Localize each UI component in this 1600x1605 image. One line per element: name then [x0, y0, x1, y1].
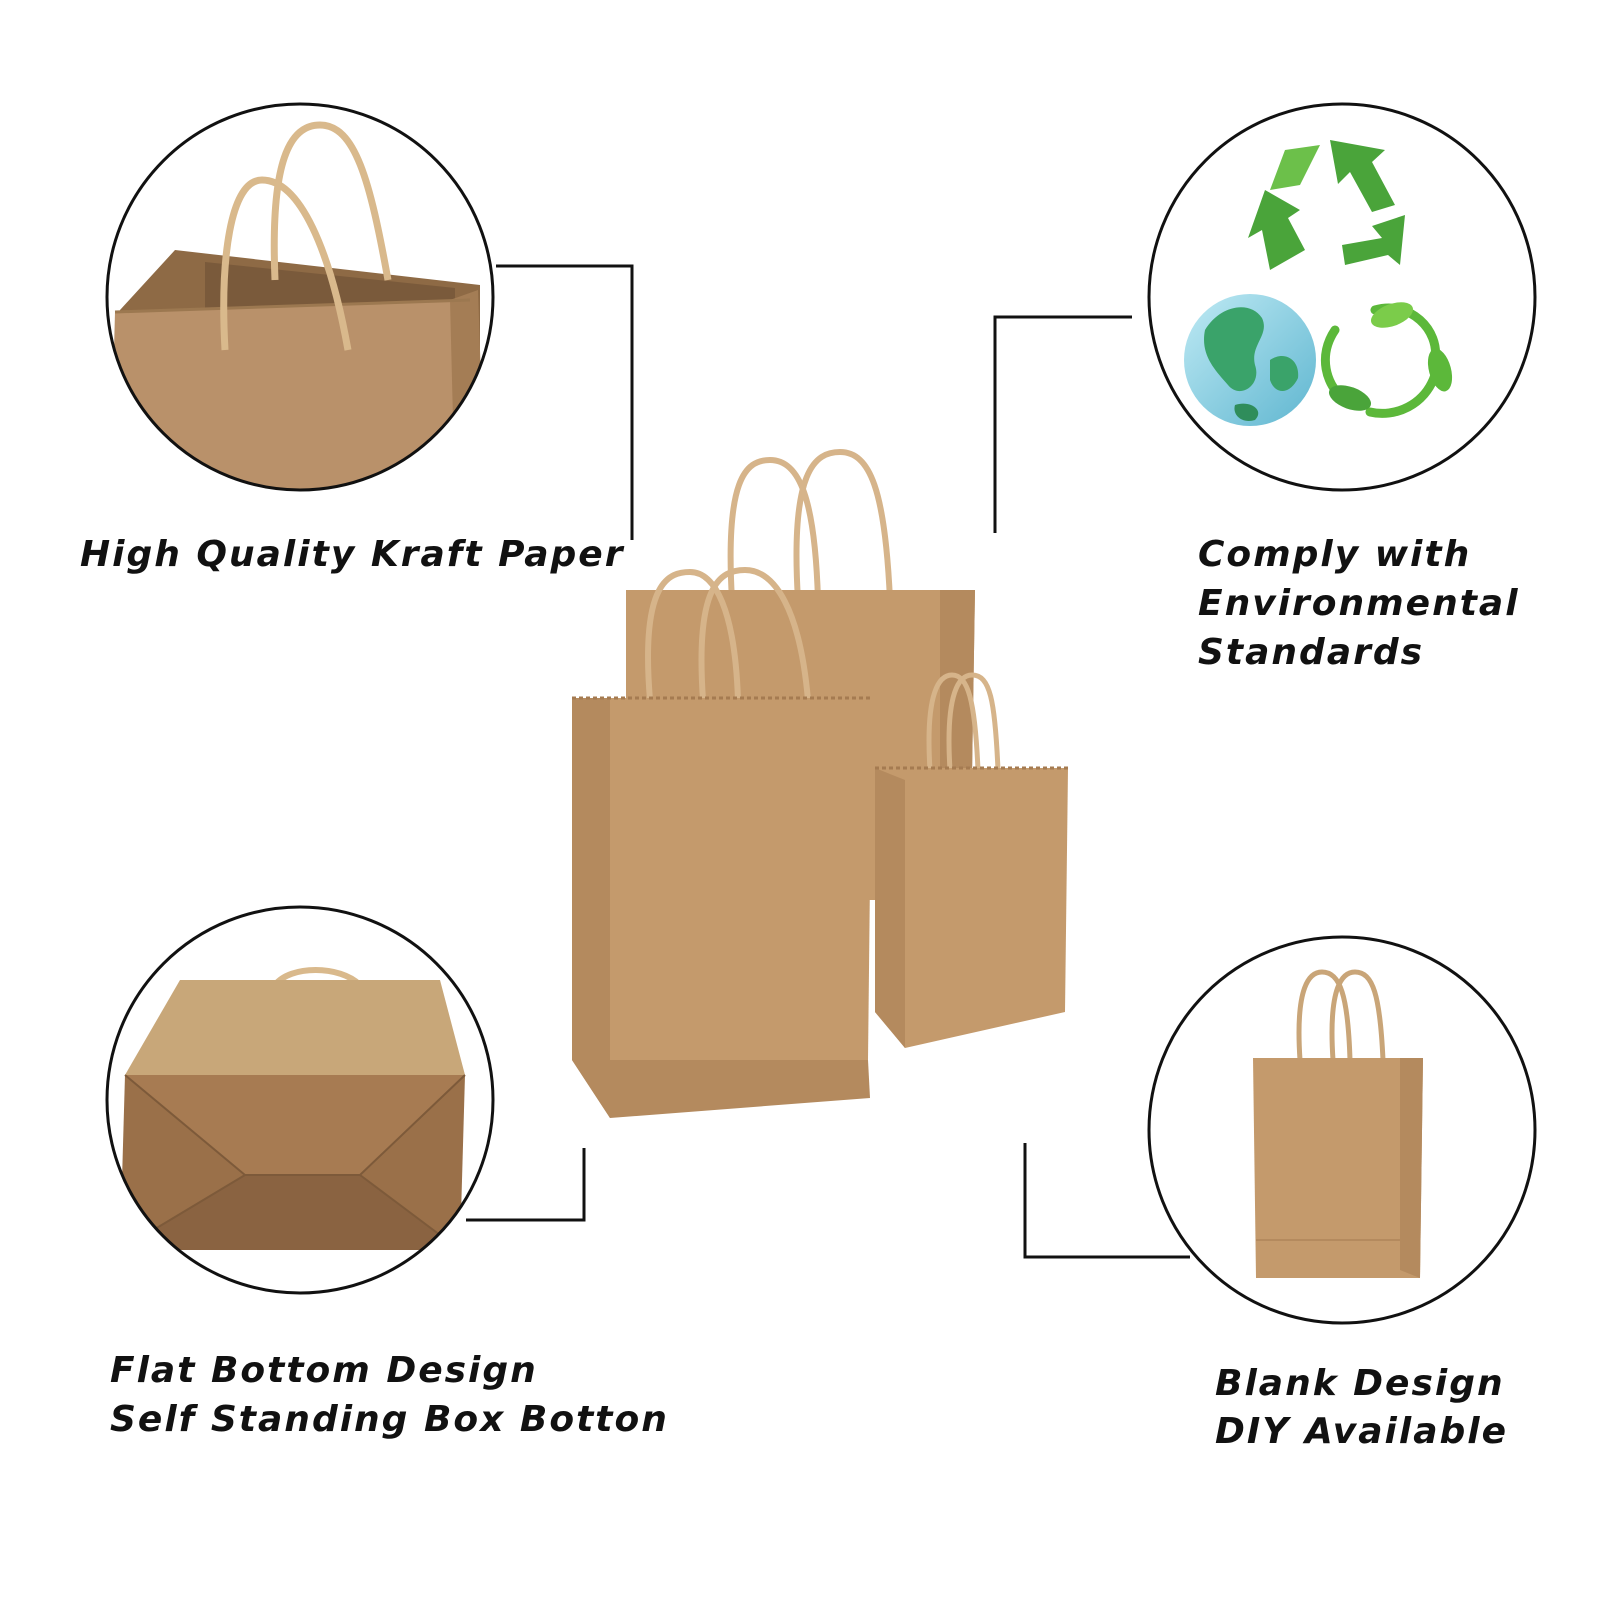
caption-line: DIY Available [1215, 1411, 1509, 1452]
kraft-paper-closeup [105, 102, 495, 492]
connector-bottom-right [1023, 1143, 1190, 1259]
small-front-bag [875, 672, 1068, 1048]
caption-flat-bottom: Flat Bottom Design Self Standing Box Bot… [110, 1346, 669, 1444]
globe-icon [1184, 294, 1316, 426]
recycle-arrows-icon [1248, 140, 1405, 270]
caption-line: Blank Design [1215, 1363, 1505, 1404]
connector-top-right [993, 315, 1132, 533]
leaf-recycle-icon [1320, 302, 1453, 418]
eco-icons-closeup [1147, 102, 1537, 492]
caption-kraft-paper: High Quality Kraft Paper [80, 530, 624, 579]
caption-line: Comply with [1198, 534, 1472, 575]
medium-front-bag [572, 566, 872, 1118]
connector-top-left [496, 264, 634, 540]
connector-bottom-left [466, 1148, 586, 1222]
flat-bottom-closeup [105, 905, 495, 1295]
caption-line: Environmental [1198, 583, 1520, 624]
blank-bag-closeup [1147, 935, 1537, 1325]
caption-line: Flat Bottom Design [110, 1350, 538, 1391]
caption-line: Self Standing Box Botton [110, 1399, 669, 1440]
connector-lines [466, 264, 1190, 1259]
caption-line: High Quality Kraft Paper [80, 534, 625, 575]
caption-environmental: Comply with Environmental Standards [1198, 530, 1520, 677]
center-bag-group [572, 448, 1068, 1118]
caption-blank-design: Blank Design DIY Available [1215, 1360, 1508, 1456]
caption-line: Standards [1198, 632, 1425, 673]
